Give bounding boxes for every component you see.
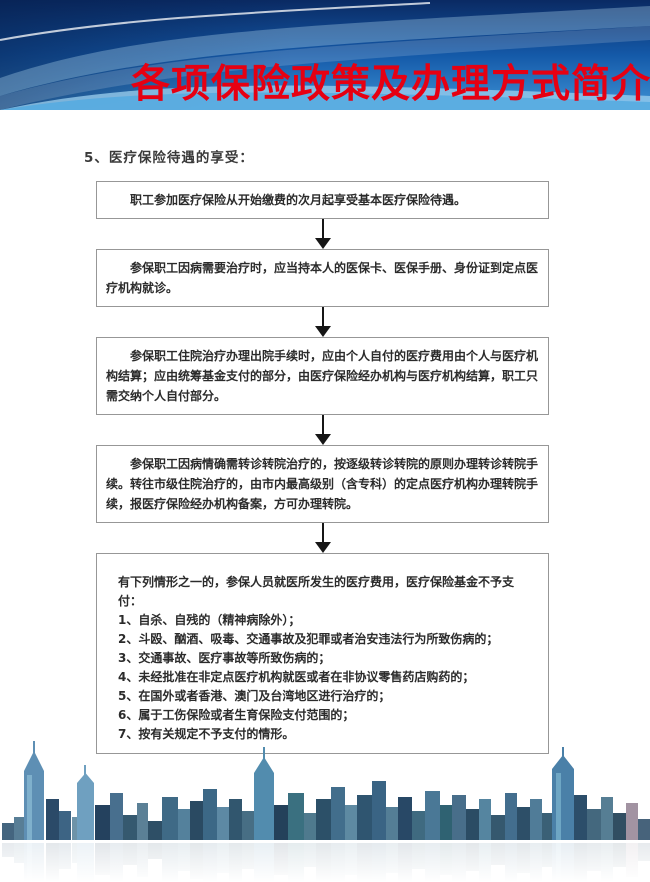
flow-step-intro: 有下列情形之一的，参保人员就医所发生的医疗费用，医疗保险基金不予支付： bbox=[118, 575, 515, 608]
flow-step-list-item: 5、在国外或者香港、澳门及台湾地区进行治疗的； bbox=[118, 689, 391, 703]
arrow-stem bbox=[321, 415, 324, 434]
flow-arrow-down-icon bbox=[314, 523, 331, 553]
flow-step-list-item: 6、属于工伤保险或者生育保险支付范围的； bbox=[118, 708, 355, 722]
banner: 各项保险政策及办理方式简介 bbox=[0, 0, 650, 110]
section-heading: 5、医疗保险待遇的享受： bbox=[84, 150, 254, 166]
flow-step-list-item: 2、斗殴、酗酒、吸毒、交通事故及犯罪或者治安违法行为所致伤病的； bbox=[118, 632, 499, 646]
flow-step-text: 参保职工因病情确需转诊转院治疗的，按逐级转诊转院的原则办理转诊转院手续。转往市级… bbox=[106, 457, 539, 511]
flow-step-list-item: 1、自杀、自残的（精神病除外）； bbox=[118, 613, 301, 627]
city-skyline-graphic bbox=[0, 741, 650, 882]
arrow-head bbox=[314, 238, 331, 249]
flow-step-5: 有下列情形之一的，参保人员就医所发生的医疗费用，医疗保险基金不予支付： 1、自杀、… bbox=[96, 553, 549, 754]
arrow-head bbox=[314, 434, 331, 445]
arrow-stem bbox=[321, 219, 324, 238]
flow-arrow-down-icon bbox=[314, 307, 331, 337]
flow-step-3: 参保职工住院治疗办理出院手续时，应由个人自付的医疗费用由个人与医疗机构结算；应由… bbox=[96, 337, 549, 415]
flow-step-text: 职工参加医疗保险从开始缴费的次月起享受基本医疗保险待遇。 bbox=[130, 193, 467, 207]
flowchart: 职工参加医疗保险从开始缴费的次月起享受基本医疗保险待遇。参保职工因病需要治疗时，… bbox=[96, 181, 549, 754]
flow-arrow-down-icon bbox=[314, 219, 331, 249]
flow-arrow-down-icon bbox=[314, 415, 331, 445]
banner-title: 各项保险政策及办理方式简介 bbox=[131, 62, 650, 107]
arrow-stem bbox=[321, 523, 324, 542]
arrow-stem bbox=[321, 307, 324, 326]
flow-step-list-item: 4、未经批准在非定点医疗机构就医或者在非协议零售药店购药的； bbox=[118, 670, 475, 684]
arrow-head bbox=[314, 326, 331, 337]
banner-wave-graphic: 各项保险政策及办理方式简介 bbox=[0, 0, 650, 110]
flow-step-4: 参保职工因病情确需转诊转院治疗的，按逐级转诊转院的原则办理转诊转院手续。转往市级… bbox=[96, 445, 549, 523]
arrow-head bbox=[314, 542, 331, 553]
flow-step-list-item: 7、按有关规定不予支付的情形。 bbox=[118, 727, 295, 741]
flow-step-2: 参保职工因病需要治疗时，应当持本人的医保卡、医保手册、身份证到定点医疗机构就诊。 bbox=[96, 249, 549, 307]
flow-step-list-item: 3、交通事故、医疗事故等所致伤病的； bbox=[118, 651, 331, 665]
flow-step-text: 参保职工住院治疗办理出院手续时，应由个人自付的医疗费用由个人与医疗机构结算；应由… bbox=[106, 349, 539, 403]
flow-step-text: 参保职工因病需要治疗时，应当持本人的医保卡、医保手册、身份证到定点医疗机构就诊。 bbox=[106, 261, 539, 295]
flow-step-1: 职工参加医疗保险从开始缴费的次月起享受基本医疗保险待遇。 bbox=[96, 181, 549, 219]
